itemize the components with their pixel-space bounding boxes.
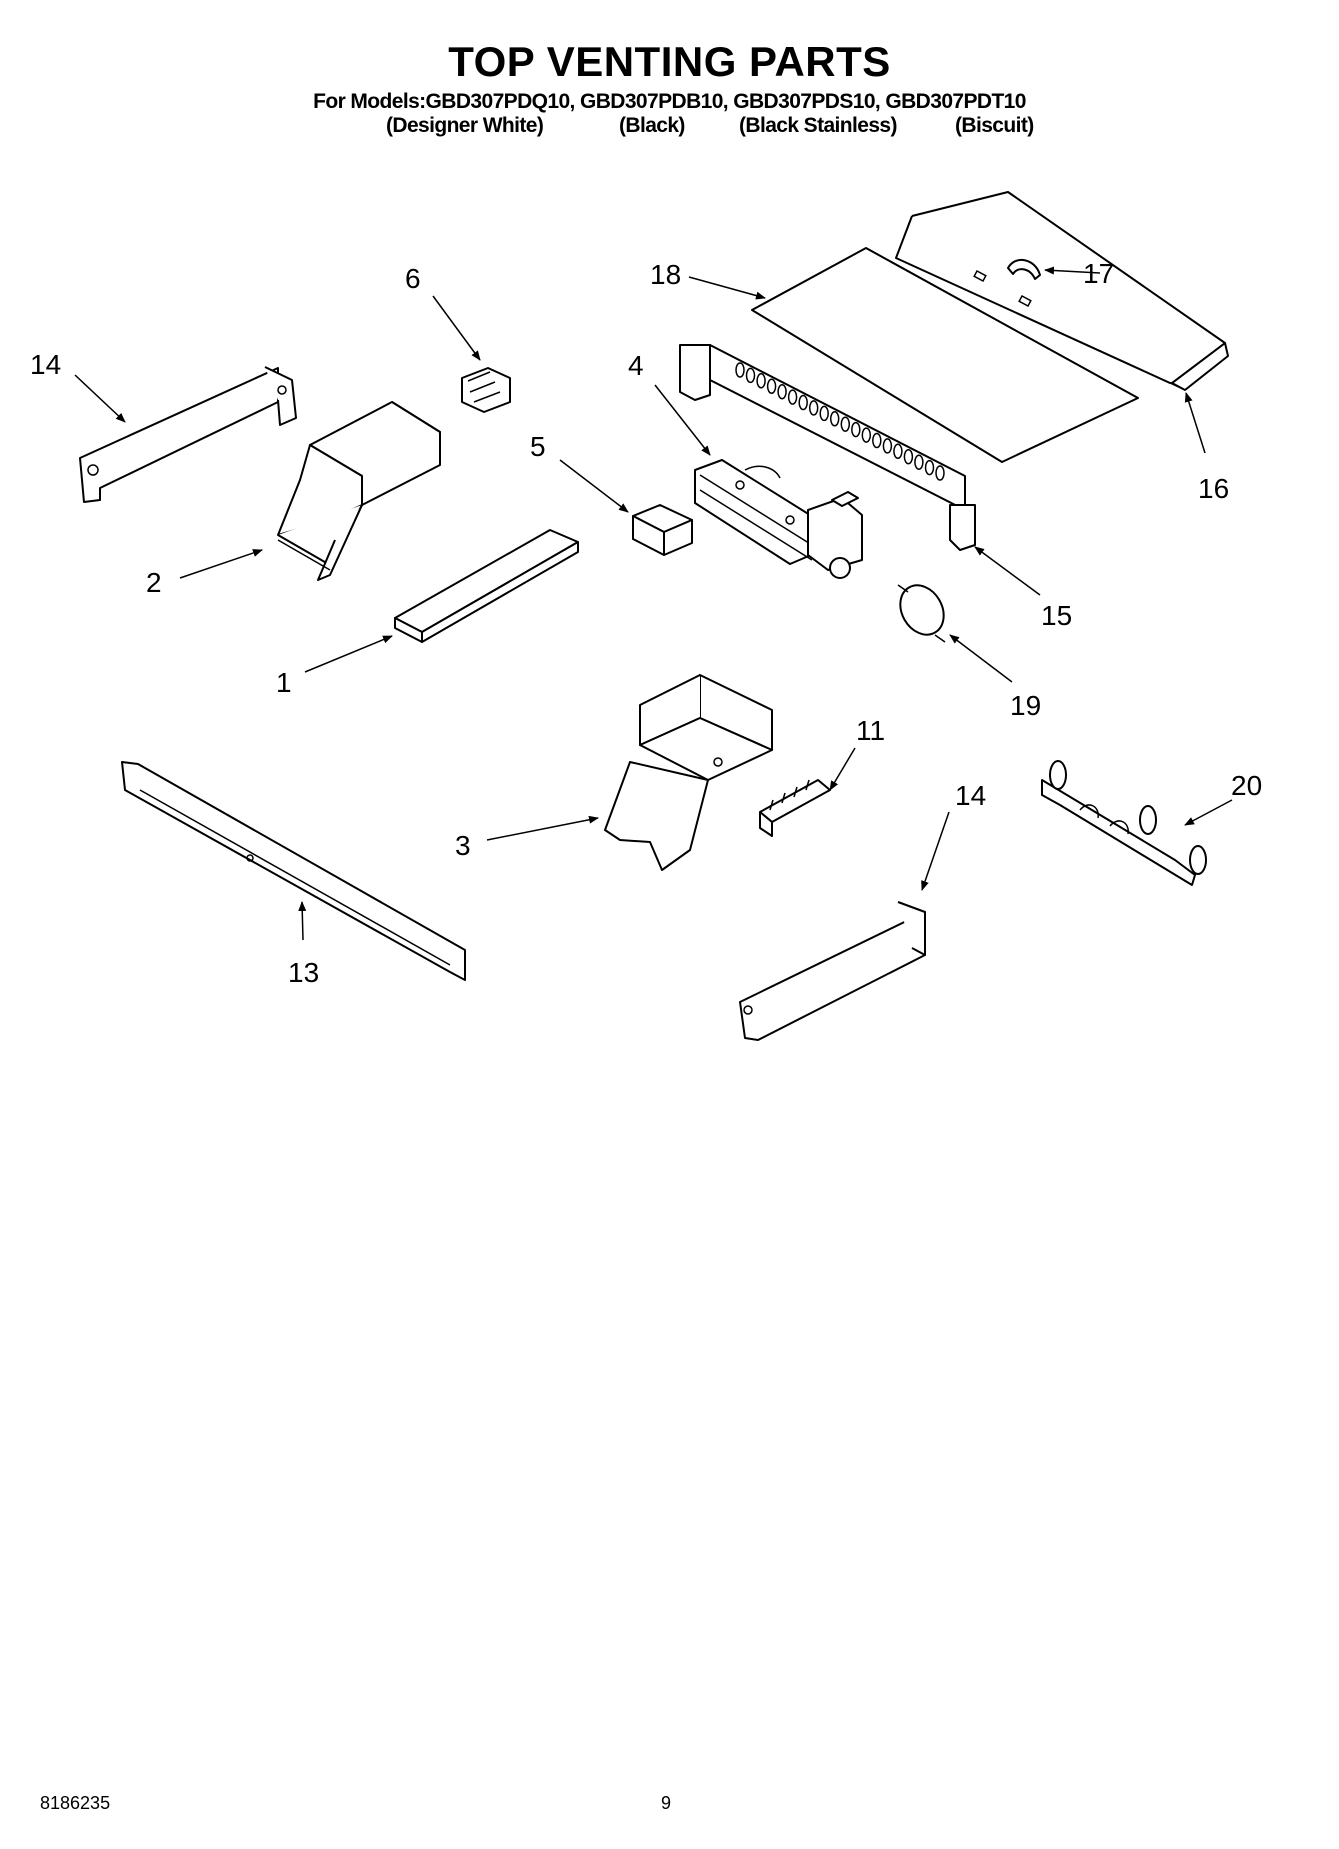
part-20-switch-assembly — [1041, 760, 1207, 886]
vent-hole — [924, 459, 935, 476]
vent-hole — [777, 383, 787, 400]
vent-hole — [851, 421, 861, 438]
vent-hole — [903, 448, 914, 465]
part-2-duct — [277, 401, 441, 581]
page-title: TOP VENTING PARTS — [448, 38, 891, 85]
callout-20: 20 — [1231, 770, 1262, 801]
callout-4: 4 — [628, 350, 644, 381]
callout-16: 16 — [1198, 473, 1229, 504]
part-16-cover-panel — [895, 191, 1229, 391]
callout-17: 17 — [1083, 258, 1114, 289]
vent-hole — [798, 394, 808, 411]
vent-hole — [787, 389, 798, 405]
variant-black: (Black) — [619, 114, 685, 137]
part-3-shield — [604, 674, 773, 871]
callout-11: 11 — [856, 715, 885, 746]
models-line: For Models:GBD307PDQ10, GBD307PDB10, GBD… — [313, 90, 1026, 113]
variant-black-stainless: (Black Stainless) — [739, 114, 897, 137]
callout-14-left: 14 — [30, 349, 61, 380]
vent-hole — [766, 378, 777, 395]
vent-hole — [829, 411, 840, 427]
vent-hole — [819, 405, 829, 422]
part-11-terminal-block — [759, 779, 831, 837]
vent-hole — [756, 373, 766, 389]
callout-5: 5 — [530, 431, 546, 462]
callout-14-right: 14 — [955, 780, 986, 811]
vent-hole — [872, 432, 882, 449]
variant-designer-white: (Designer White) — [386, 114, 544, 137]
part-14-left-bracket — [79, 366, 297, 503]
part-number: 8186235 — [40, 1793, 111, 1813]
part-13-rail — [121, 761, 466, 981]
part-6-connector — [461, 367, 511, 413]
leader-arrows — [74, 266, 1233, 941]
page-number: 9 — [661, 1793, 672, 1813]
vent-hole — [893, 443, 903, 460]
part-19-thermostat — [897, 584, 946, 643]
part-18-top-panel — [751, 247, 1139, 463]
callout-1: 1 — [276, 667, 292, 698]
callout-3: 3 — [455, 830, 471, 861]
callout-19: 19 — [1010, 690, 1041, 721]
vent-hole — [840, 416, 851, 432]
variant-biscuit: (Biscuit) — [955, 114, 1034, 137]
part-5-block — [632, 504, 693, 556]
vent-hole — [914, 454, 924, 470]
part-15-vent-bracket — [679, 344, 976, 551]
callout-18: 18 — [650, 259, 681, 290]
part-14-right-bracket — [739, 901, 926, 1041]
callout-13: 13 — [288, 957, 319, 988]
vent-hole — [808, 400, 819, 416]
part-4-motor-assembly — [694, 459, 863, 579]
callout-15: 15 — [1041, 600, 1072, 631]
callout-6: 6 — [405, 263, 421, 294]
part-17-clip — [1007, 259, 1041, 280]
vent-hole — [882, 438, 893, 454]
vent-hole — [745, 367, 756, 384]
vent-hole — [861, 427, 872, 443]
vent-hole — [935, 465, 945, 481]
vent-hole — [735, 362, 745, 378]
part-1-channel — [394, 529, 579, 643]
callout-2: 2 — [146, 567, 162, 598]
